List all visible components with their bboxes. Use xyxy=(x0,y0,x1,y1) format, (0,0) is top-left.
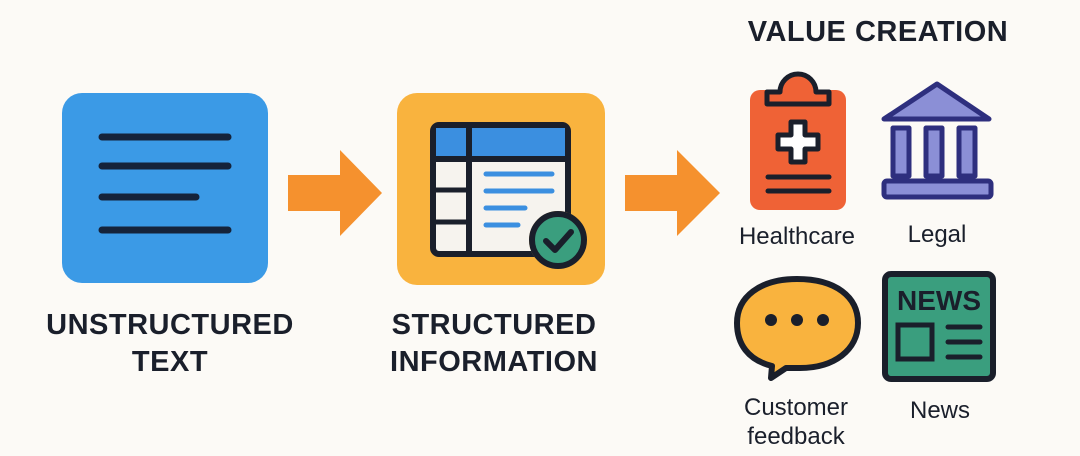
clipboard-medical-icon xyxy=(750,71,846,210)
customer-feedback-label: Customer feedback xyxy=(744,393,848,451)
label-line: INFORMATION xyxy=(390,346,598,378)
news-label: News xyxy=(909,397,971,424)
label-line: UNSTRUCTURED xyxy=(46,309,294,341)
courthouse-icon xyxy=(881,81,994,200)
label-line: STRUCTURED xyxy=(391,309,597,341)
value-creation-title: VALUE CREATION xyxy=(747,16,1009,48)
unstructured-text-label: UNSTRUCTURED TEXT xyxy=(46,307,294,381)
document-text-icon xyxy=(62,93,268,283)
structured-information-label: STRUCTURED INFORMATION xyxy=(390,307,598,381)
label-line: feedback xyxy=(747,423,845,450)
arrow-right-icon xyxy=(288,150,382,236)
newspaper-title: NEWS xyxy=(897,285,981,316)
healthcare-label: Healthcare xyxy=(738,223,856,250)
newspaper-icon: NEWS xyxy=(882,271,996,382)
arrow-right-icon xyxy=(625,150,720,236)
label-line: TEXT xyxy=(131,346,209,378)
label-line: Customer xyxy=(743,394,849,421)
legal-label: Legal xyxy=(907,221,967,248)
speech-bubble-icon xyxy=(734,276,861,381)
table-check-icon xyxy=(397,93,605,285)
